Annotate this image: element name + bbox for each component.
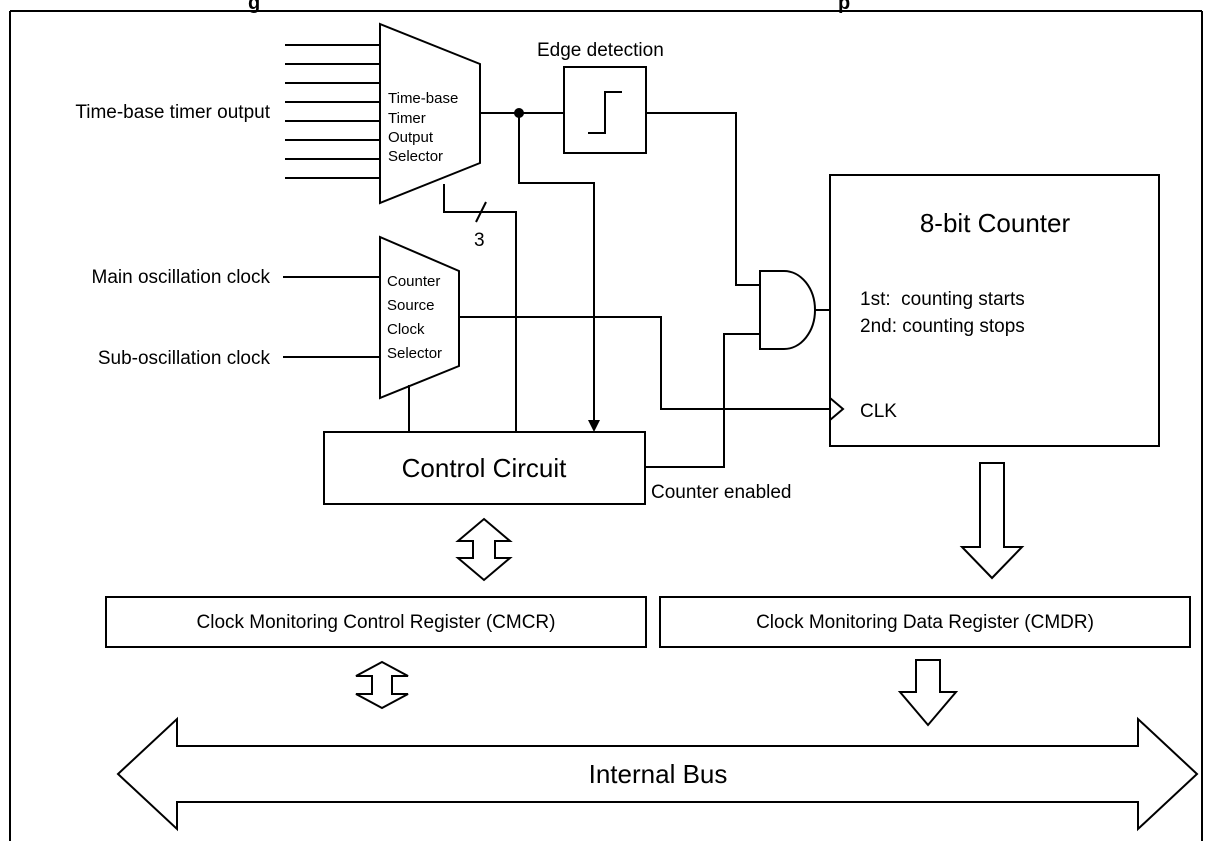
source-selector-line-4: Selector <box>387 345 442 362</box>
clk-input-marker <box>829 397 845 421</box>
timebase-selector-line-4: Selector <box>388 148 443 165</box>
counter-block <box>829 174 1160 447</box>
source-selector-line-1: Counter <box>387 273 440 290</box>
control-circuit-arrowhead <box>588 420 600 432</box>
timebase-selector-line-2: Timer <box>388 110 426 127</box>
diagram-frame <box>9 10 1203 841</box>
counter-title: 8-bit Counter <box>920 208 1071 238</box>
internal-bus-label: Internal Bus <box>589 759 728 789</box>
cmcr-label: Clock Monitoring Control Register (CMCR) <box>197 612 556 633</box>
internal-bus <box>116 716 1199 832</box>
cmdr-register <box>659 596 1191 648</box>
edge-output-wire <box>646 112 760 286</box>
top-caption-fragment-right: p <box>838 0 850 14</box>
edge-detection-label: Edge detection <box>537 40 664 61</box>
bus-width-slash <box>475 201 487 223</box>
clk-label: CLK <box>860 401 897 422</box>
main-clock-label: Main oscillation clock <box>92 267 271 288</box>
timebase-selector-line-1: Time-base <box>388 90 458 107</box>
timebase-selector-mux <box>379 22 481 205</box>
bus-width-label: 3 <box>474 230 485 251</box>
source-clock-output-wire <box>459 316 830 410</box>
source-selector-line-2: Source <box>387 297 435 314</box>
control-circuit-label: Control Circuit <box>402 453 567 483</box>
control-circuit-block <box>323 431 646 505</box>
counter-start-note: 1st: counting starts <box>860 289 1025 310</box>
cmdr-bus-arrow <box>897 659 959 727</box>
cmcr-register <box>105 596 647 648</box>
counter-cmdr-arrow <box>959 462 1025 580</box>
source-selector-label: Counter Source Clock Selector <box>387 273 442 362</box>
top-caption-fragment: g <box>248 0 260 14</box>
cmdr-label: Clock Monitoring Data Register (CMDR) <box>756 612 1094 633</box>
cmcr-bus-double-arrow <box>355 660 409 710</box>
sub-clock-label: Sub-oscillation clock <box>98 348 271 369</box>
rising-edge-icon <box>588 91 622 134</box>
timebase-input-label: Time-base timer output <box>75 102 270 123</box>
timebase-selector-line-3: Output <box>388 129 434 146</box>
counter-stop-note: 2nd: counting stops <box>860 316 1025 337</box>
source-clock-selector-mux <box>379 235 460 400</box>
and-gate <box>759 270 816 350</box>
timebase-input-lines <box>285 44 380 179</box>
source-selector-line-3: Clock <box>387 321 425 338</box>
counter-enabled-label: Counter enabled <box>651 482 792 503</box>
counter-enable-wire <box>645 333 760 468</box>
timebase-selector-label: Time-base Timer Output Selector <box>388 90 458 165</box>
edge-bypass-wire <box>518 113 595 424</box>
control-cmcr-double-arrow <box>455 517 513 582</box>
